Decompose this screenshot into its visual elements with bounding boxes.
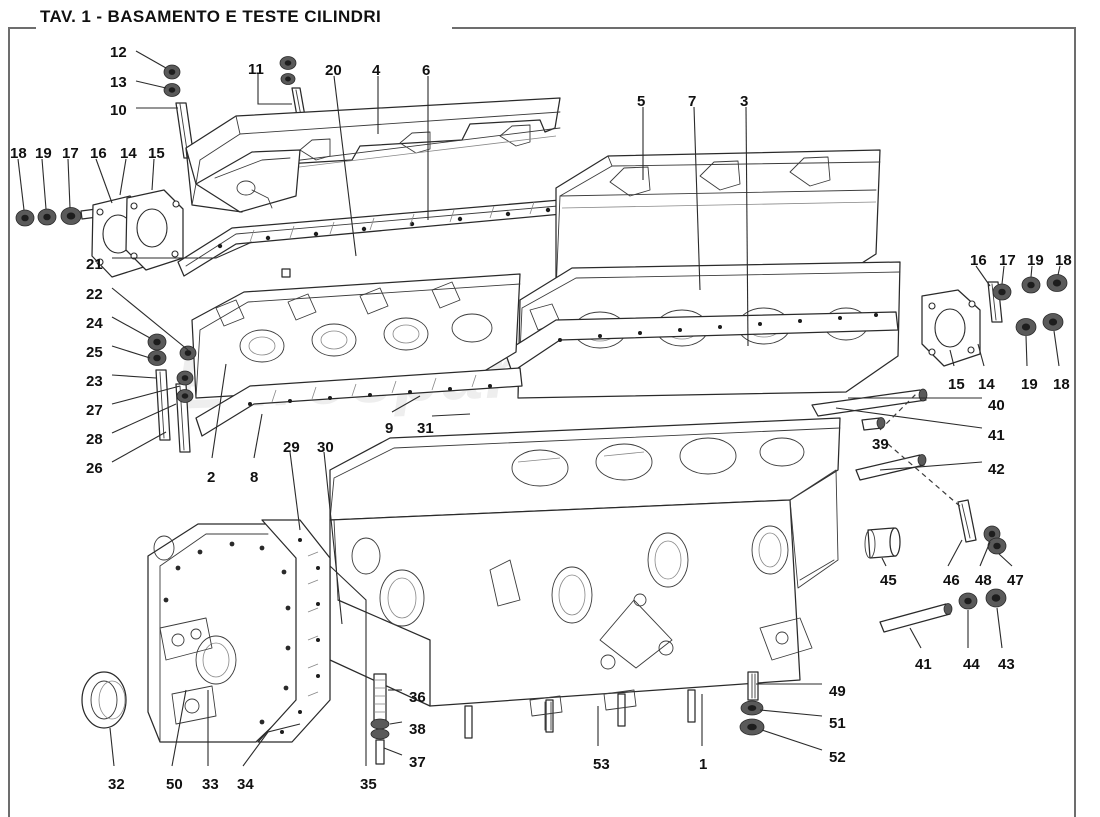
callout-1: 1 — [699, 756, 708, 773]
callout-23: 23 — [86, 373, 103, 390]
part-engine-block — [329, 417, 841, 739]
callout-19-right-b: 19 — [1021, 376, 1038, 393]
callout-24: 24 — [86, 315, 103, 332]
callout-48: 48 — [975, 572, 992, 589]
parts-diagram-page: TAV. 1 - BASAMENTO E TESTE CILINDRI Euro… — [8, 7, 1076, 817]
callout-19-right: 19 — [1027, 252, 1044, 269]
callout-32: 32 — [108, 776, 125, 793]
callout-3: 3 — [740, 93, 749, 110]
callout-8: 8 — [250, 469, 259, 486]
callout-44: 44 — [963, 656, 980, 673]
callout-52: 52 — [829, 749, 846, 766]
callout-31: 31 — [417, 420, 434, 437]
part-timing-cover — [147, 523, 301, 743]
part-timing-cover-gasket — [257, 519, 331, 743]
callout-22: 22 — [86, 286, 103, 303]
callout-40: 40 — [988, 397, 1005, 414]
callout-13: 13 — [110, 74, 127, 91]
callout-16-left: 16 — [90, 145, 107, 162]
callout-12: 12 — [110, 44, 127, 61]
part-group-long-stud — [879, 588, 1007, 633]
frame-border-top-left — [8, 27, 36, 29]
callout-14-right: 14 — [978, 376, 995, 393]
callout-6: 6 — [422, 62, 431, 79]
part-group-right-flange — [921, 274, 1068, 367]
callout-41: 41 — [988, 427, 1005, 444]
page-title: TAV. 1 - BASAMENTO E TESTE CILINDRI — [40, 7, 382, 26]
callout-39: 39 — [872, 436, 889, 453]
callout-47: 47 — [1007, 572, 1024, 589]
leader-lines — [17, 50, 1061, 767]
callout-2: 2 — [207, 469, 216, 486]
callout-4: 4 — [372, 62, 381, 79]
callout-35: 35 — [360, 776, 377, 793]
part-seal-ring — [81, 671, 127, 729]
part-head-gasket-left — [195, 367, 523, 437]
callout-29: 29 — [283, 439, 300, 456]
callout-26: 26 — [86, 460, 103, 477]
part-group-dipstick — [370, 673, 390, 765]
callout-53: 53 — [593, 756, 610, 773]
callout-18-left: 18 — [10, 145, 27, 162]
callout-36: 36 — [409, 689, 426, 706]
part-group-upper-fasteners — [163, 64, 195, 159]
callout-15-left: 15 — [148, 145, 165, 162]
frame-border-top-right — [452, 27, 1076, 29]
exploded-view-drawing — [15, 50, 1068, 767]
part-cylinder-head-left — [191, 273, 521, 399]
callout-7: 7 — [688, 93, 697, 110]
frame-border-left — [8, 27, 10, 817]
callout-49: 49 — [829, 683, 846, 700]
callout-17-right: 17 — [999, 252, 1016, 269]
callout-5: 5 — [637, 93, 646, 110]
callout-18-right-b: 18 — [1053, 376, 1070, 393]
callout-14-left: 14 — [120, 145, 137, 162]
callout-33: 33 — [202, 776, 219, 793]
part-group-plugs — [864, 499, 1007, 559]
callout-21: 21 — [86, 256, 103, 273]
part-cam-cover-left — [185, 97, 561, 213]
frame-border-right — [1074, 27, 1076, 817]
callout-34: 34 — [237, 776, 254, 793]
callout-45: 45 — [880, 572, 897, 589]
callout-38: 38 — [409, 721, 426, 738]
callout-18-right: 18 — [1055, 252, 1072, 269]
callout-43: 43 — [998, 656, 1015, 673]
callout-28: 28 — [86, 431, 103, 448]
callout-20: 20 — [325, 62, 342, 79]
callout-25: 25 — [86, 344, 103, 361]
callout-27: 27 — [86, 402, 103, 419]
part-group-left-studs — [147, 333, 197, 453]
callout-11: 11 — [248, 61, 264, 78]
callout-15-right: 15 — [948, 376, 965, 393]
callout-30: 30 — [317, 439, 334, 456]
callout-42: 42 — [988, 461, 1005, 478]
part-group-pan-bolts — [739, 671, 765, 736]
callout-19-left: 19 — [35, 145, 52, 162]
part-group-left-flange — [15, 189, 184, 278]
callout-41-b: 41 — [915, 656, 932, 673]
callout-50: 50 — [166, 776, 183, 793]
part-head-gasket-right — [504, 311, 899, 373]
part-group-dowels — [811, 388, 928, 481]
callout-16-right: 16 — [970, 252, 987, 269]
callout-46: 46 — [943, 572, 960, 589]
callout-37: 37 — [409, 754, 426, 771]
callout-51: 51 — [829, 715, 846, 732]
callout-10: 10 — [110, 102, 127, 119]
callout-9: 9 — [385, 420, 394, 437]
callout-17-left: 17 — [62, 145, 79, 162]
